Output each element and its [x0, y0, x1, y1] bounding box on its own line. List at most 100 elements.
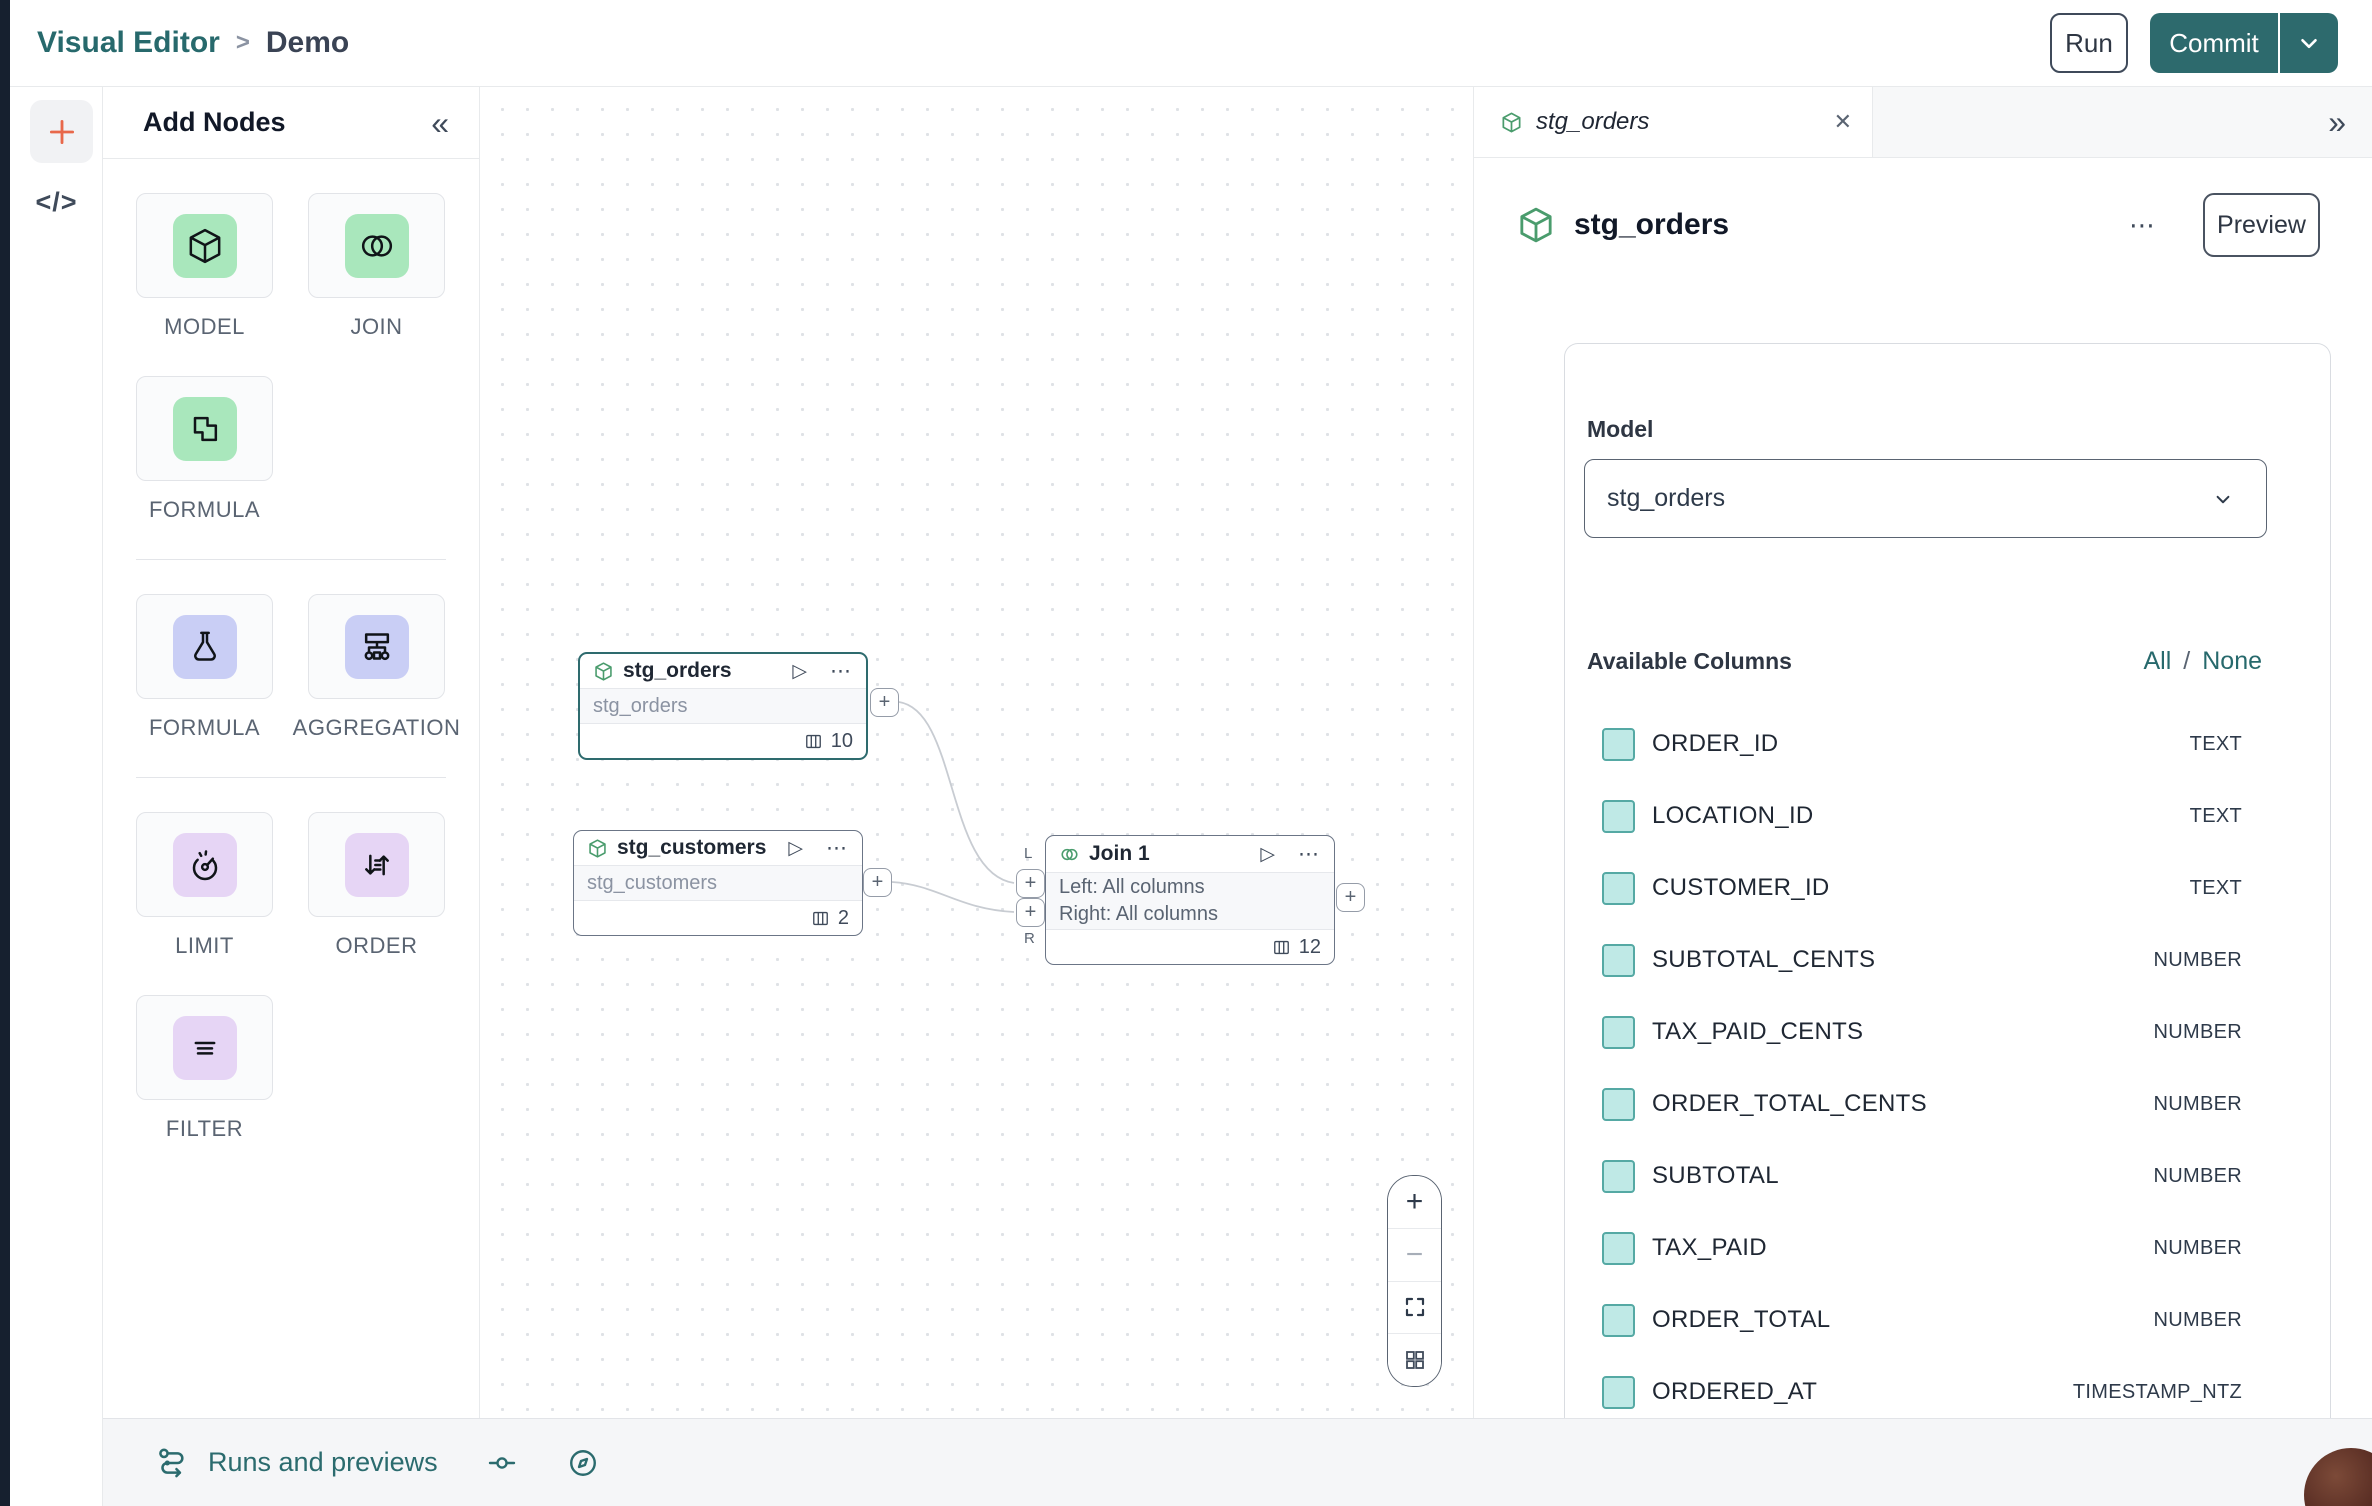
- node-group-sources: MODEL JOIN FORMULA: [103, 159, 479, 559]
- expand-panel-icon[interactable]: »: [2328, 104, 2346, 140]
- node-stg-orders[interactable]: stg_orders ▷ ⋯ stg_orders 10: [578, 652, 868, 760]
- panel-menu-icon[interactable]: ⋯: [2129, 209, 2157, 240]
- column-checkbox[interactable]: [1602, 943, 1635, 977]
- breadcrumb-visual-editor-link[interactable]: Visual Editor: [37, 26, 220, 59]
- column-row: TAX_PAID NUMBER: [1565, 1212, 2330, 1284]
- commit-dropdown-button[interactable]: [2278, 13, 2338, 73]
- add-node-rail-button[interactable]: [30, 100, 93, 163]
- breadcrumb-current-page: Demo: [265, 26, 350, 59]
- runs-and-previews-toggle[interactable]: Runs and previews: [155, 1445, 438, 1481]
- dag-canvas[interactable]: stg_orders ▷ ⋯ stg_orders 10 + stg_custo…: [480, 87, 1473, 1418]
- formula-flask-icon: [172, 614, 237, 679]
- run-node-icon[interactable]: ▷: [788, 837, 803, 859]
- tile-model[interactable]: MODEL: [136, 193, 273, 340]
- zoom-out-button[interactable]: −: [1388, 1227, 1441, 1281]
- join-right-port-label: R: [1024, 930, 1035, 947]
- add-downstream-button[interactable]: +: [1336, 883, 1365, 912]
- join-right-summary: Right: All columns: [1059, 903, 1218, 925]
- run-button[interactable]: Run: [2050, 13, 2128, 73]
- top-bar: Visual Editor > Demo Run Commit: [0, 0, 2372, 87]
- tile-label: LIMIT: [175, 933, 234, 958]
- cube-icon: [593, 661, 614, 682]
- join-right-input-button[interactable]: +: [1016, 898, 1045, 927]
- node-join-1[interactable]: Join 1 ▷ ⋯ Left: All columns Right: All …: [1045, 835, 1335, 965]
- column-checkbox[interactable]: [1602, 727, 1635, 761]
- commit-split-button: Commit: [2150, 13, 2338, 73]
- column-type: TEXT: [2189, 732, 2242, 755]
- node-model-name: stg_customers: [574, 865, 862, 901]
- tile-label: FILTER: [165, 1116, 244, 1141]
- preview-button[interactable]: Preview: [2203, 193, 2320, 257]
- column-name: ORDERED_AT: [1652, 1378, 1818, 1405]
- commit-button[interactable]: Commit: [2150, 13, 2278, 73]
- add-downstream-button[interactable]: +: [870, 688, 899, 717]
- column-checkbox[interactable]: [1602, 799, 1635, 833]
- node-config-panel: stg_orders ✕ » stg_orders ⋯ Preview Mode…: [1473, 87, 2372, 1418]
- tile-union[interactable]: FORMULA: [136, 376, 273, 523]
- breadcrumb: Visual Editor > Demo: [37, 26, 349, 60]
- column-type: NUMBER: [2153, 1236, 2242, 1259]
- panel-tab-bar: stg_orders ✕ »: [1474, 87, 2372, 158]
- model-select-dropdown[interactable]: stg_orders: [1584, 459, 2267, 538]
- group-divider: [136, 559, 446, 560]
- breadcrumb-separator-icon: >: [235, 29, 250, 56]
- run-node-icon[interactable]: ▷: [792, 660, 807, 682]
- node-column-count: 10: [830, 729, 853, 752]
- column-checkbox[interactable]: [1602, 1159, 1635, 1193]
- column-checkbox[interactable]: [1602, 1231, 1635, 1265]
- columns-icon: [804, 732, 823, 751]
- bottom-bar: Runs and previews: [103, 1418, 2372, 1506]
- tile-formula[interactable]: FORMULA: [136, 594, 273, 741]
- model-config-card: Model stg_orders Available Columns All /…: [1564, 343, 2331, 1418]
- left-icon-rail: </>: [10, 87, 103, 1506]
- limit-gauge-icon: [172, 832, 237, 897]
- canvas-zoom-controls: + −: [1387, 1175, 1442, 1387]
- join-left-input-button[interactable]: +: [1016, 869, 1045, 898]
- tile-order[interactable]: ORDER: [308, 812, 445, 959]
- column-name: SUBTOTAL_CENTS: [1652, 946, 1876, 973]
- column-name: CUSTOMER_ID: [1652, 874, 1830, 901]
- union-icon: [172, 396, 237, 461]
- fit-view-button[interactable]: [1388, 1280, 1441, 1334]
- auto-layout-button[interactable]: [1388, 1333, 1441, 1386]
- column-row: SUBTOTAL NUMBER: [1565, 1140, 2330, 1212]
- node-title: stg_orders: [623, 659, 732, 682]
- column-name: ORDER_ID: [1652, 730, 1779, 757]
- column-checkbox[interactable]: [1602, 1015, 1635, 1049]
- run-node-icon[interactable]: ▷: [1260, 843, 1275, 865]
- close-icon[interactable]: ✕: [1833, 109, 1852, 134]
- node-menu-icon[interactable]: ⋯: [830, 659, 853, 683]
- tile-limit[interactable]: LIMIT: [136, 812, 273, 959]
- add-nodes-title: Add Nodes: [143, 107, 286, 137]
- select-all-link[interactable]: All: [2143, 647, 2172, 675]
- node-column-count: 12: [1298, 935, 1321, 958]
- node-menu-icon[interactable]: ⋯: [826, 836, 849, 860]
- tab-stg-orders[interactable]: stg_orders ✕: [1474, 87, 1873, 157]
- available-columns-label: Available Columns: [1587, 648, 1792, 674]
- tile-aggregation[interactable]: AGGREGATION: [293, 594, 460, 741]
- compass-icon[interactable]: [566, 1446, 600, 1480]
- column-checkbox[interactable]: [1602, 1375, 1635, 1409]
- tile-join[interactable]: JOIN: [308, 193, 445, 340]
- node-stg-customers[interactable]: stg_customers ▷ ⋯ stg_customers 2: [573, 830, 863, 936]
- cube-icon: [1516, 205, 1556, 245]
- add-downstream-button[interactable]: +: [863, 868, 892, 897]
- code-view-toggle[interactable]: </>: [35, 187, 78, 217]
- column-checkbox[interactable]: [1602, 871, 1635, 905]
- collapse-panel-icon[interactable]: «: [431, 104, 449, 141]
- commit-node-icon[interactable]: [486, 1447, 518, 1479]
- panel-title: stg_orders: [1574, 208, 1730, 241]
- select-none-link[interactable]: None: [2202, 647, 2262, 675]
- column-row: ORDER_ID TEXT: [1565, 708, 2330, 780]
- column-name: ORDER_TOTAL_CENTS: [1652, 1090, 1927, 1117]
- tile-label: ORDER: [335, 933, 418, 958]
- zoom-in-button[interactable]: +: [1388, 1176, 1441, 1228]
- group-divider: [136, 777, 446, 778]
- column-checkbox[interactable]: [1602, 1087, 1635, 1121]
- pipeline-runs-icon: [155, 1445, 191, 1481]
- tile-filter[interactable]: FILTER: [136, 995, 273, 1142]
- column-checkbox[interactable]: [1602, 1303, 1635, 1337]
- node-menu-icon[interactable]: ⋯: [1298, 842, 1321, 866]
- column-row: SUBTOTAL_CENTS NUMBER: [1565, 924, 2330, 996]
- column-type: NUMBER: [2153, 1020, 2242, 1043]
